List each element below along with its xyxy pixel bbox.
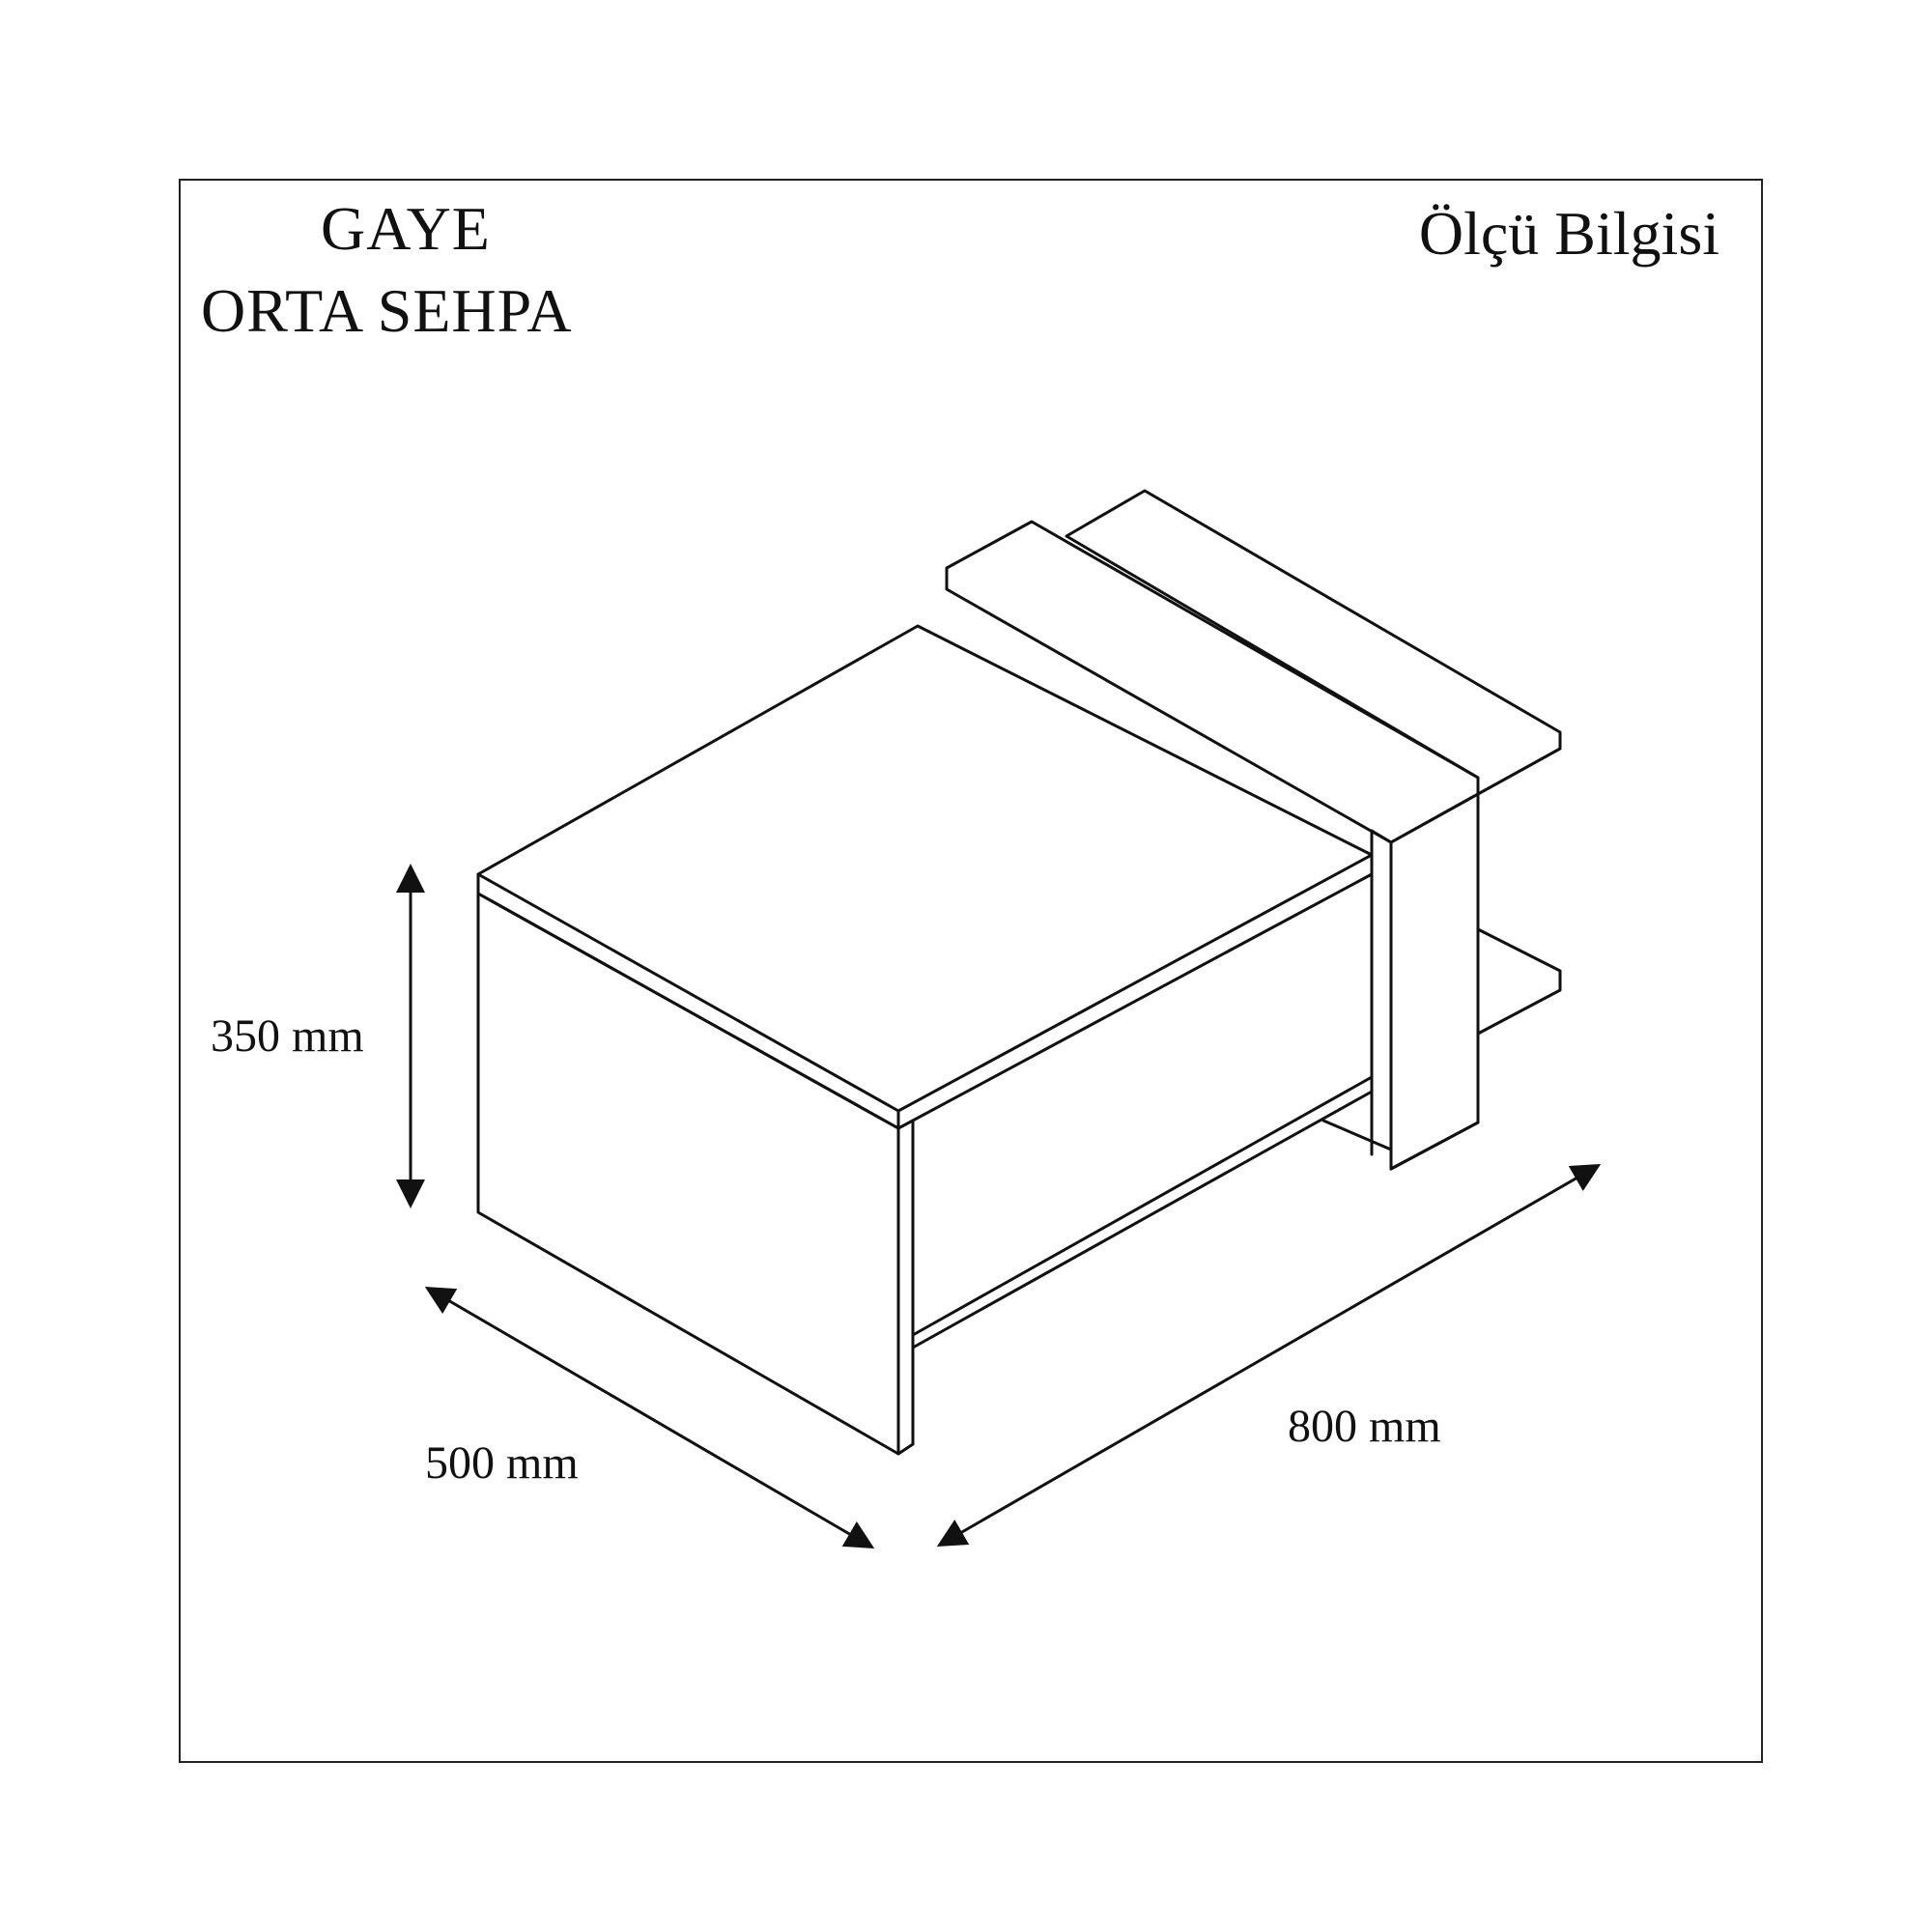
dimension-lines bbox=[396, 864, 1602, 1549]
diagram-frame bbox=[179, 179, 1763, 1763]
width-arrow bbox=[936, 1164, 1602, 1547]
product-name: GAYE bbox=[321, 194, 491, 263]
section-title: Ölçü Bilgisi bbox=[1418, 199, 1719, 268]
depth-arrow bbox=[424, 1286, 875, 1549]
height-label: 350 mm bbox=[211, 1010, 364, 1062]
main-top bbox=[476, 624, 1374, 1113]
right-lower-shelf bbox=[1476, 927, 1562, 1036]
table-outline bbox=[476, 489, 1562, 1456]
product-type: ORTA SEHPA bbox=[201, 276, 573, 345]
main-top-edge bbox=[476, 872, 900, 1130]
back-lower-shelf bbox=[1321, 1119, 1393, 1171]
lower-shelf bbox=[911, 1075, 1374, 1350]
right-post bbox=[1389, 792, 1480, 1171]
left-panel bbox=[476, 892, 900, 1456]
back-top-plank bbox=[1065, 489, 1562, 796]
depth-label: 500 mm bbox=[425, 1437, 579, 1489]
width-label: 800 mm bbox=[1288, 1401, 1441, 1452]
